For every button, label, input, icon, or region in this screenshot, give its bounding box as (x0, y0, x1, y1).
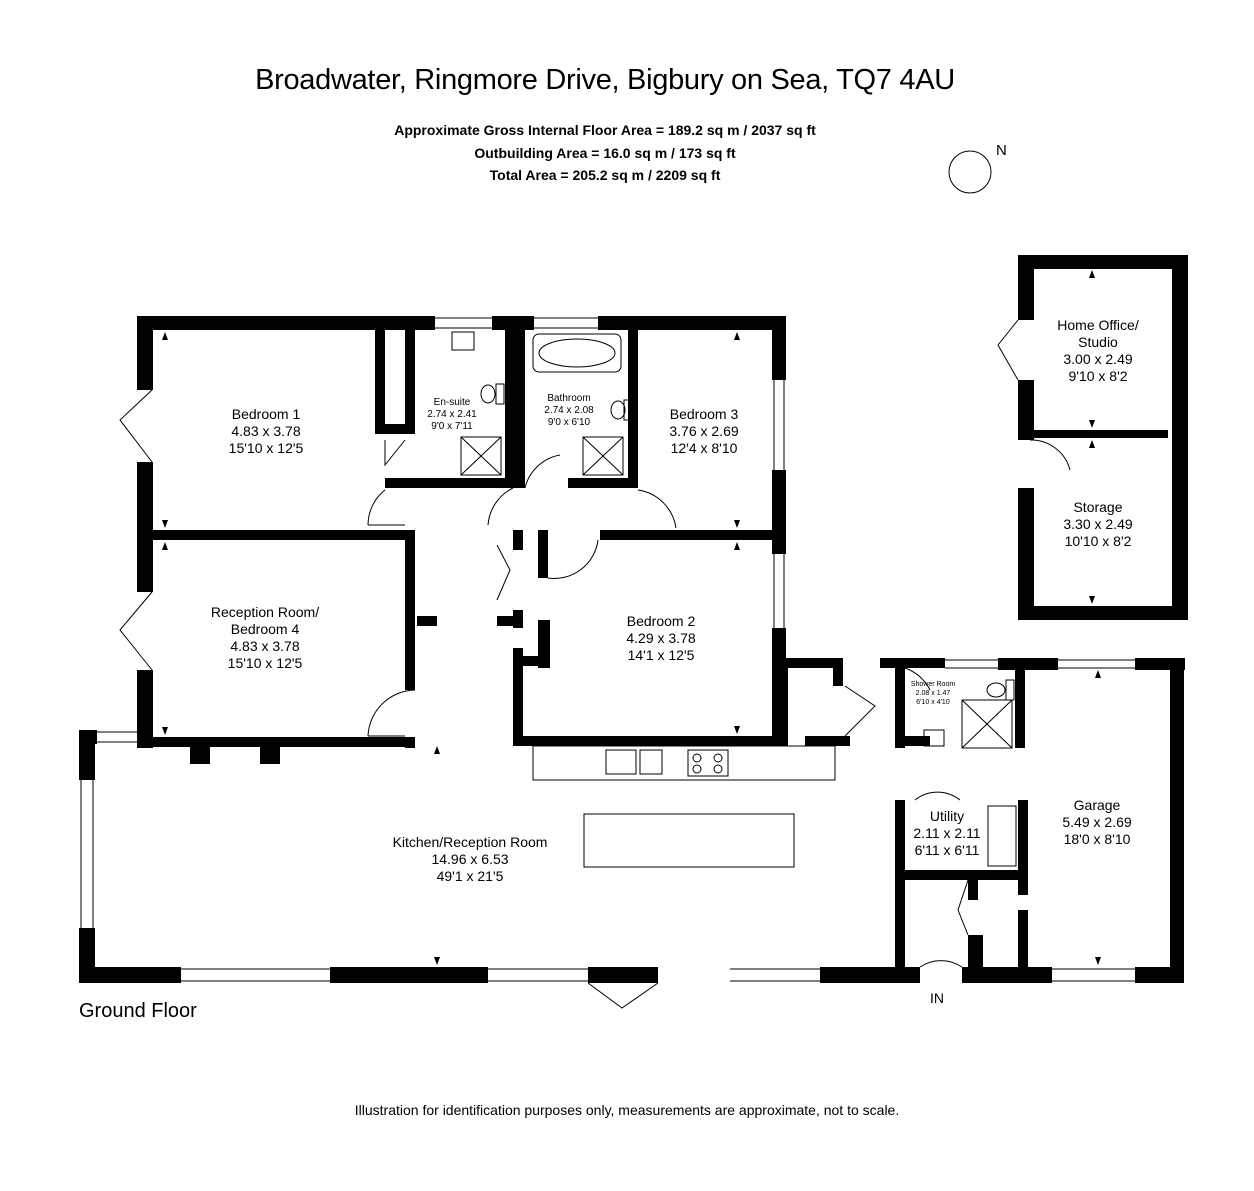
floor-label: Ground Floor (79, 1000, 197, 1022)
room-storage: Storage 3.30 x 2.49 10'10 x 8'2 (1063, 499, 1132, 550)
entrance-label: IN (930, 990, 944, 1006)
room-metric: 2.11 x 2.11 (913, 825, 981, 841)
room-name: Reception Room/ (210, 604, 320, 620)
room-name-line-2: Bedroom 4 (230, 621, 300, 637)
room-imperial: 18'0 x 8'10 (1063, 831, 1131, 847)
room-imperial: 9'0 x 6'10 (547, 417, 591, 428)
room-metric: 2.08 x 1.47 (915, 690, 951, 697)
room-shower-room: Shower Room 2.08 x 1.47 6'10 x 4'10 (911, 680, 955, 707)
room-reception-bedroom-4: Reception Room/ Bedroom 4 4.83 x 3.78 15… (211, 604, 319, 672)
disclaimer: Illustration for identification purposes… (354, 1102, 900, 1118)
room-name: Bedroom 3 (669, 406, 739, 422)
room-name: Kitchen/Reception Room (392, 834, 548, 850)
room-metric: 4.83 x 3.78 (231, 423, 301, 439)
room-imperial: 6'10 x 4'10 (916, 699, 950, 706)
room-metric: 14.96 x 6.53 (431, 851, 509, 867)
room-name: En-suite (433, 397, 471, 408)
room-name: Home Office/ (1057, 317, 1139, 333)
room-name: Bedroom 2 (626, 613, 696, 629)
compass-icon (948, 150, 992, 194)
room-bedroom-3: Bedroom 3 3.76 x 2.69 12'4 x 8'10 (669, 406, 738, 457)
room-metric: 3.30 x 2.49 (1063, 516, 1133, 532)
room-imperial: 15'10 x 12'5 (228, 440, 304, 456)
outbuilding-area: Outbuilding Area = 16.0 sq m / 173 sq ft (474, 145, 736, 161)
room-imperial: 12'4 x 8'10 (670, 440, 738, 456)
room-metric: 3.00 x 2.49 (1063, 351, 1133, 367)
room-name-line-2: Studio (1078, 334, 1118, 350)
room-utility: Utility 2.11 x 2.11 6'11 x 6'11 (913, 808, 980, 859)
room-imperial: 9'0 x 7'11 (431, 421, 473, 432)
room-kitchen-reception: Kitchen/Reception Room 14.96 x 6.53 49'1… (393, 834, 548, 885)
gross-internal-area: Approximate Gross Internal Floor Area = … (394, 122, 816, 138)
plan-title: Broadwater, Ringmore Drive, Bigbury on S… (255, 64, 955, 96)
room-bedroom-2: Bedroom 2 4.29 x 3.78 14'1 x 12'5 (626, 613, 695, 664)
room-metric: 5.49 x 2.69 (1062, 814, 1132, 830)
room-name: Utility (929, 808, 965, 824)
room-name: Storage (1073, 499, 1123, 515)
room-imperial: 10'10 x 8'2 (1064, 533, 1132, 549)
room-imperial: 49'1 x 21'5 (436, 868, 504, 884)
room-imperial: 9'10 x 8'2 (1068, 368, 1128, 384)
room-name: Bedroom 1 (231, 406, 301, 422)
room-name: Bathroom (547, 393, 591, 404)
room-bathroom: Bathroom 2.74 x 2.08 9'0 x 6'10 (544, 393, 593, 429)
room-name: Shower Room (910, 681, 956, 688)
room-name: Garage (1073, 797, 1121, 813)
room-home-office-studio: Home Office/ Studio 3.00 x 2.49 9'10 x 8… (1057, 317, 1138, 385)
room-imperial: 15'10 x 12'5 (227, 655, 303, 671)
room-metric: 2.74 x 2.41 (427, 409, 477, 420)
room-metric: 2.74 x 2.08 (544, 405, 594, 416)
room-bedroom-1: Bedroom 1 4.83 x 3.78 15'10 x 12'5 (229, 406, 304, 457)
room-garage: Garage 5.49 x 2.69 18'0 x 8'10 (1062, 797, 1131, 848)
room-imperial: 14'1 x 12'5 (627, 647, 695, 663)
room-metric: 4.83 x 3.78 (230, 638, 300, 654)
compass-north-label: N (996, 142, 1007, 159)
room-imperial: 6'11 x 6'11 (914, 842, 980, 858)
total-area: Total Area = 205.2 sq m / 2209 sq ft (489, 167, 721, 183)
room-en-suite: En-suite 2.74 x 2.41 9'0 x 7'11 (427, 397, 476, 433)
room-metric: 4.29 x 3.78 (626, 630, 696, 646)
room-metric: 3.76 x 2.69 (669, 423, 739, 439)
